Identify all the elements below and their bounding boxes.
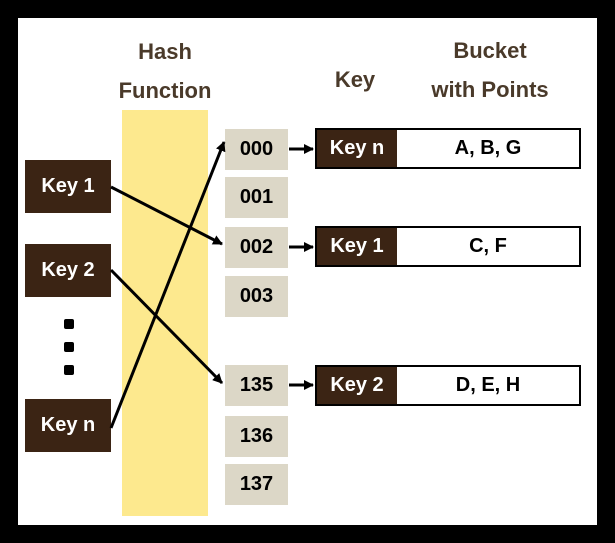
input-key-1: Key 1 (25, 160, 111, 213)
bucket-row: Key 2 D, E, H (315, 365, 581, 406)
hash-slot-137: 137 (225, 464, 288, 505)
bucket-row: Key n A, B, G (315, 128, 581, 169)
ellipsis-dot (64, 342, 74, 352)
bucket-points: D, E, H (455, 374, 521, 396)
bucket-header: Bucket with Points (410, 31, 570, 109)
hash-slot-000: 000 (225, 129, 288, 170)
hash-function-band (122, 110, 208, 516)
hash-header-line1: Hash (138, 39, 192, 64)
bucket-key: Key n (317, 130, 397, 167)
hash-header-line2: Function (118, 78, 212, 103)
hash-slot-136: 136 (225, 416, 288, 457)
bucket-key: Key 2 (317, 367, 397, 404)
hash-slot-002: 002 (225, 227, 288, 268)
bucket-header-line1: Bucket (453, 38, 527, 63)
hash-slot-135: 135 (225, 365, 288, 406)
input-key-2: Key 2 (25, 244, 111, 297)
ellipsis-dot (64, 365, 74, 375)
hash-slot-001: 001 (225, 177, 288, 218)
hash-function-header: Hash Function (105, 32, 225, 110)
ellipsis-dot (64, 319, 74, 329)
hash-slot-003: 003 (225, 276, 288, 317)
bucket-key: Key 1 (317, 228, 397, 265)
bucket-points: A, B, G (454, 137, 522, 159)
key-header: Key (334, 67, 376, 92)
bucket-points: C, F (469, 235, 507, 257)
bucket-row: Key 1 C, F (315, 226, 581, 267)
bucket-header-line2: with Points (431, 77, 549, 102)
input-key-n: Key n (25, 399, 111, 452)
